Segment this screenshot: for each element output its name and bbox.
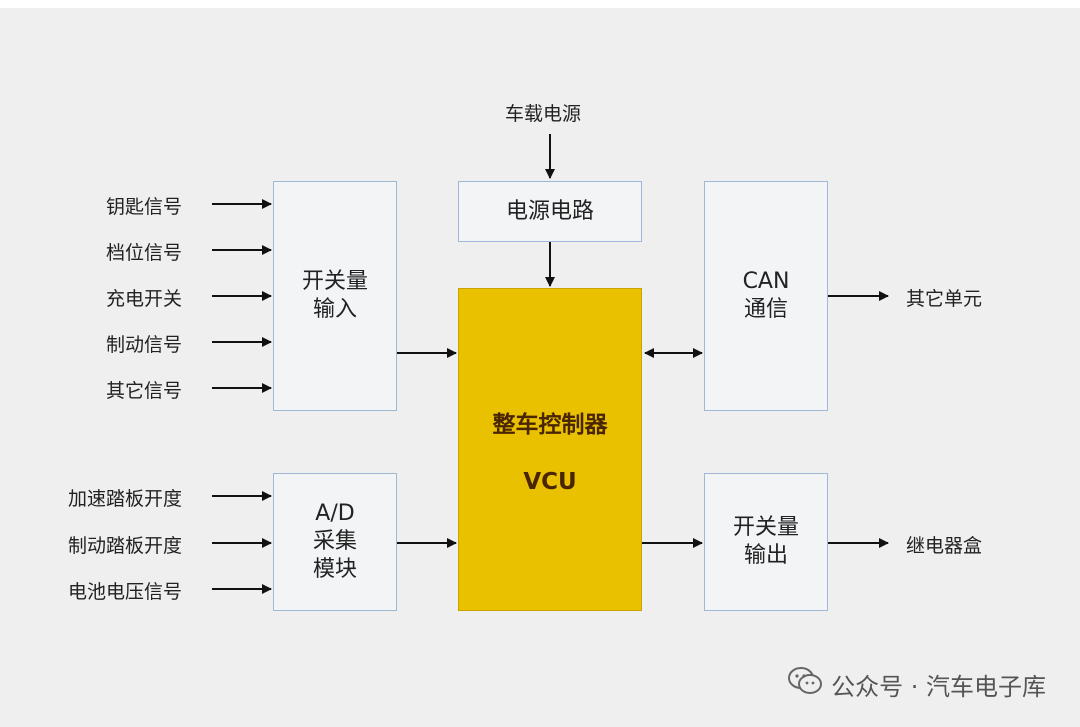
can-line2: 通信: [743, 297, 788, 322]
switch-input-line2: 输入: [312, 297, 357, 322]
input-label-accel: 加速踏板开度: [68, 488, 183, 510]
switch-input-line1: 开关量: [301, 269, 368, 294]
power-circuit-label: 电源电路: [505, 198, 594, 224]
input-label-battery: 电池电压信号: [68, 581, 183, 603]
input-label-gear: 档位信号: [106, 242, 183, 264]
ad-module-box: A/D 采集 模块: [273, 473, 397, 611]
can-line1: CAN: [742, 269, 790, 294]
switch-output-line1: 开关量: [732, 515, 799, 540]
output-label-other-units: 其它单元: [906, 288, 983, 310]
vcu-title: 整车控制器: [492, 411, 608, 438]
vcu-box: 整车控制器 VCU: [458, 288, 642, 611]
can-box: CAN 通信: [704, 181, 828, 411]
power-circuit-box: 电源电路: [458, 181, 642, 242]
power-source-label: 车载电源: [505, 103, 582, 125]
output-label-relay-box: 继电器盒: [906, 535, 983, 557]
top-bar: [0, 0, 1080, 8]
ad-module-line3: 模块: [312, 557, 357, 582]
switch-output-line2: 输出: [743, 543, 788, 568]
input-label-brake: 制动信号: [106, 334, 183, 356]
switch-input-box: 开关量 输入: [273, 181, 397, 411]
input-label-other: 其它信号: [106, 380, 183, 402]
ad-module-line2: 采集: [312, 529, 357, 554]
input-label-key: 钥匙信号: [106, 196, 183, 218]
ad-module-line1: A/D: [315, 501, 355, 526]
vcu-abbrev: VCU: [523, 468, 577, 495]
input-label-brake-pedal: 制动踏板开度: [68, 535, 183, 557]
watermark: 公众号 · 汽车电子库: [787, 666, 1046, 702]
wechat-icon: [787, 666, 823, 702]
input-label-charge: 充电开关: [106, 288, 183, 310]
switch-output-box: 开关量 输出: [704, 473, 828, 611]
watermark-text: 公众号 · 汽车电子库: [831, 672, 1046, 701]
